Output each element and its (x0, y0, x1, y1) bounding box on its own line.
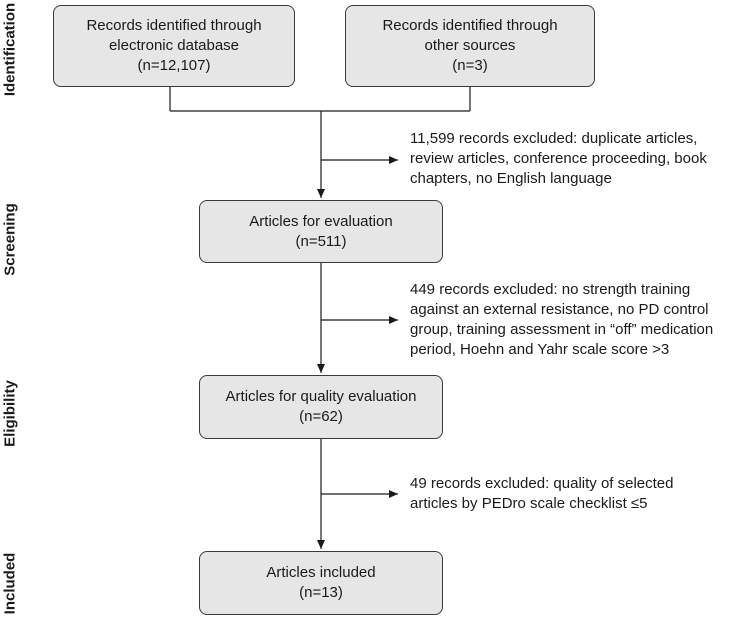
box-count: (n=511) (295, 232, 347, 250)
note-line: against an external resistance, no PD co… (410, 301, 709, 318)
phase-screening: Screening (1, 203, 19, 276)
box-line: Articles included (266, 564, 376, 581)
box-count: (n=62) (299, 408, 343, 425)
box-records-other: Records identified through other sources… (345, 5, 595, 87)
exclusion-note-3: 49 records excluded: quality of selected… (410, 474, 674, 514)
exclusion-note-2: 449 records excluded: no strength traini… (410, 280, 713, 360)
note-line: chapters, no English language (410, 170, 612, 187)
note-line: articles by PEDro scale checklist ≤5 (410, 495, 648, 512)
box-records-database: Records identified through electronic da… (53, 5, 295, 87)
phase-included: Included (1, 552, 19, 615)
box-line: Articles for quality evaluation (225, 388, 417, 405)
box-count: (n=12,107) (137, 57, 211, 74)
box-line: Records identified through (382, 17, 558, 34)
note-line: period, Hoehn and Yahr scale score >3 (410, 341, 670, 358)
phase-identification: Identification (1, 2, 19, 97)
box-line: Articles for evaluation (249, 212, 393, 230)
box-count: (n=3) (452, 57, 488, 74)
box-line: Records identified through (86, 17, 262, 34)
note-line: 49 records excluded: quality of selected (410, 475, 674, 492)
note-line: 449 records excluded: no strength traini… (410, 281, 691, 298)
phase-eligibility: Eligibility (1, 380, 19, 447)
note-line: group, training assessment in “off” medi… (410, 321, 714, 338)
note-line: review articles, conference proceeding, … (410, 150, 707, 167)
box-articles-evaluation: Articles for evaluation (n=511) (199, 200, 443, 263)
box-count: (n=13) (299, 584, 343, 601)
box-articles-included: Articles included (n=13) (199, 551, 443, 615)
exclusion-note-1: 11,599 records excluded: duplicate artic… (410, 129, 707, 189)
note-line: 11,599 records excluded: duplicate artic… (410, 130, 698, 147)
box-quality-evaluation: Articles for quality evaluation (n=62) (199, 375, 443, 439)
box-line: other sources (424, 37, 516, 54)
box-line: electronic database (108, 37, 240, 54)
